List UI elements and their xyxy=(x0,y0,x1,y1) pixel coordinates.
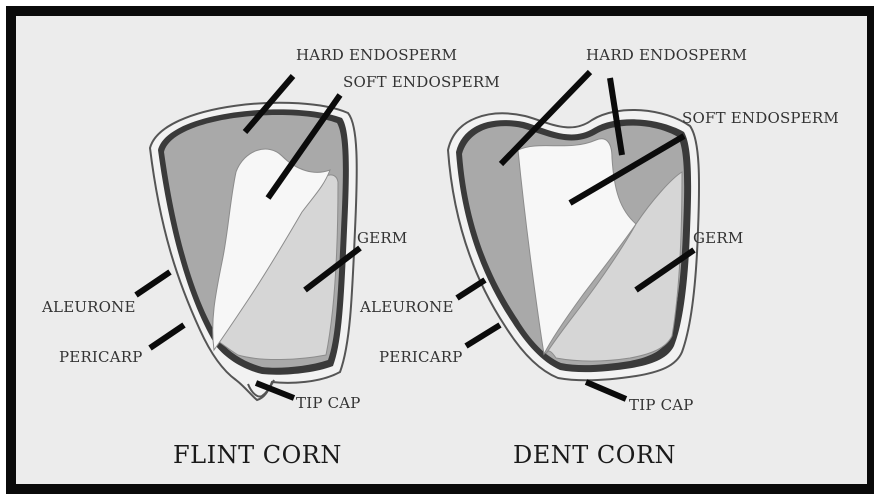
dent-label-aleurone: ALEURONE xyxy=(359,298,454,316)
leader-dent-tip-cap xyxy=(586,382,626,399)
flint-corn-kernel xyxy=(150,103,357,400)
dent-caption: DENT CORN xyxy=(513,441,676,469)
flint-label-pericarp: PERICARP xyxy=(59,348,143,366)
leader-flint-pericarp xyxy=(150,325,184,348)
leader-dent-aleurone xyxy=(457,280,485,298)
flint-label-soft-endosperm: SOFT ENDOSPERM xyxy=(343,73,500,91)
flint-label-aleurone: ALEURONE xyxy=(41,298,136,316)
leader-dent-pericarp xyxy=(466,325,500,346)
flint-label-germ: GERM xyxy=(357,229,407,247)
dent-label-soft-endosperm: SOFT ENDOSPERM xyxy=(682,109,839,127)
leader-flint-aleurone xyxy=(136,272,170,295)
flint-label-tip-cap: TIP CAP xyxy=(296,394,361,412)
flint-caption: FLINT CORN xyxy=(173,441,342,469)
dent-label-germ: GERM xyxy=(693,229,743,247)
flint-label-hard-endosperm: HARD ENDOSPERM xyxy=(296,46,457,64)
dent-label-hard-endosperm: HARD ENDOSPERM xyxy=(586,46,747,64)
dent-label-pericarp: PERICARP xyxy=(379,348,463,366)
dent-label-tip-cap: TIP CAP xyxy=(629,396,694,414)
